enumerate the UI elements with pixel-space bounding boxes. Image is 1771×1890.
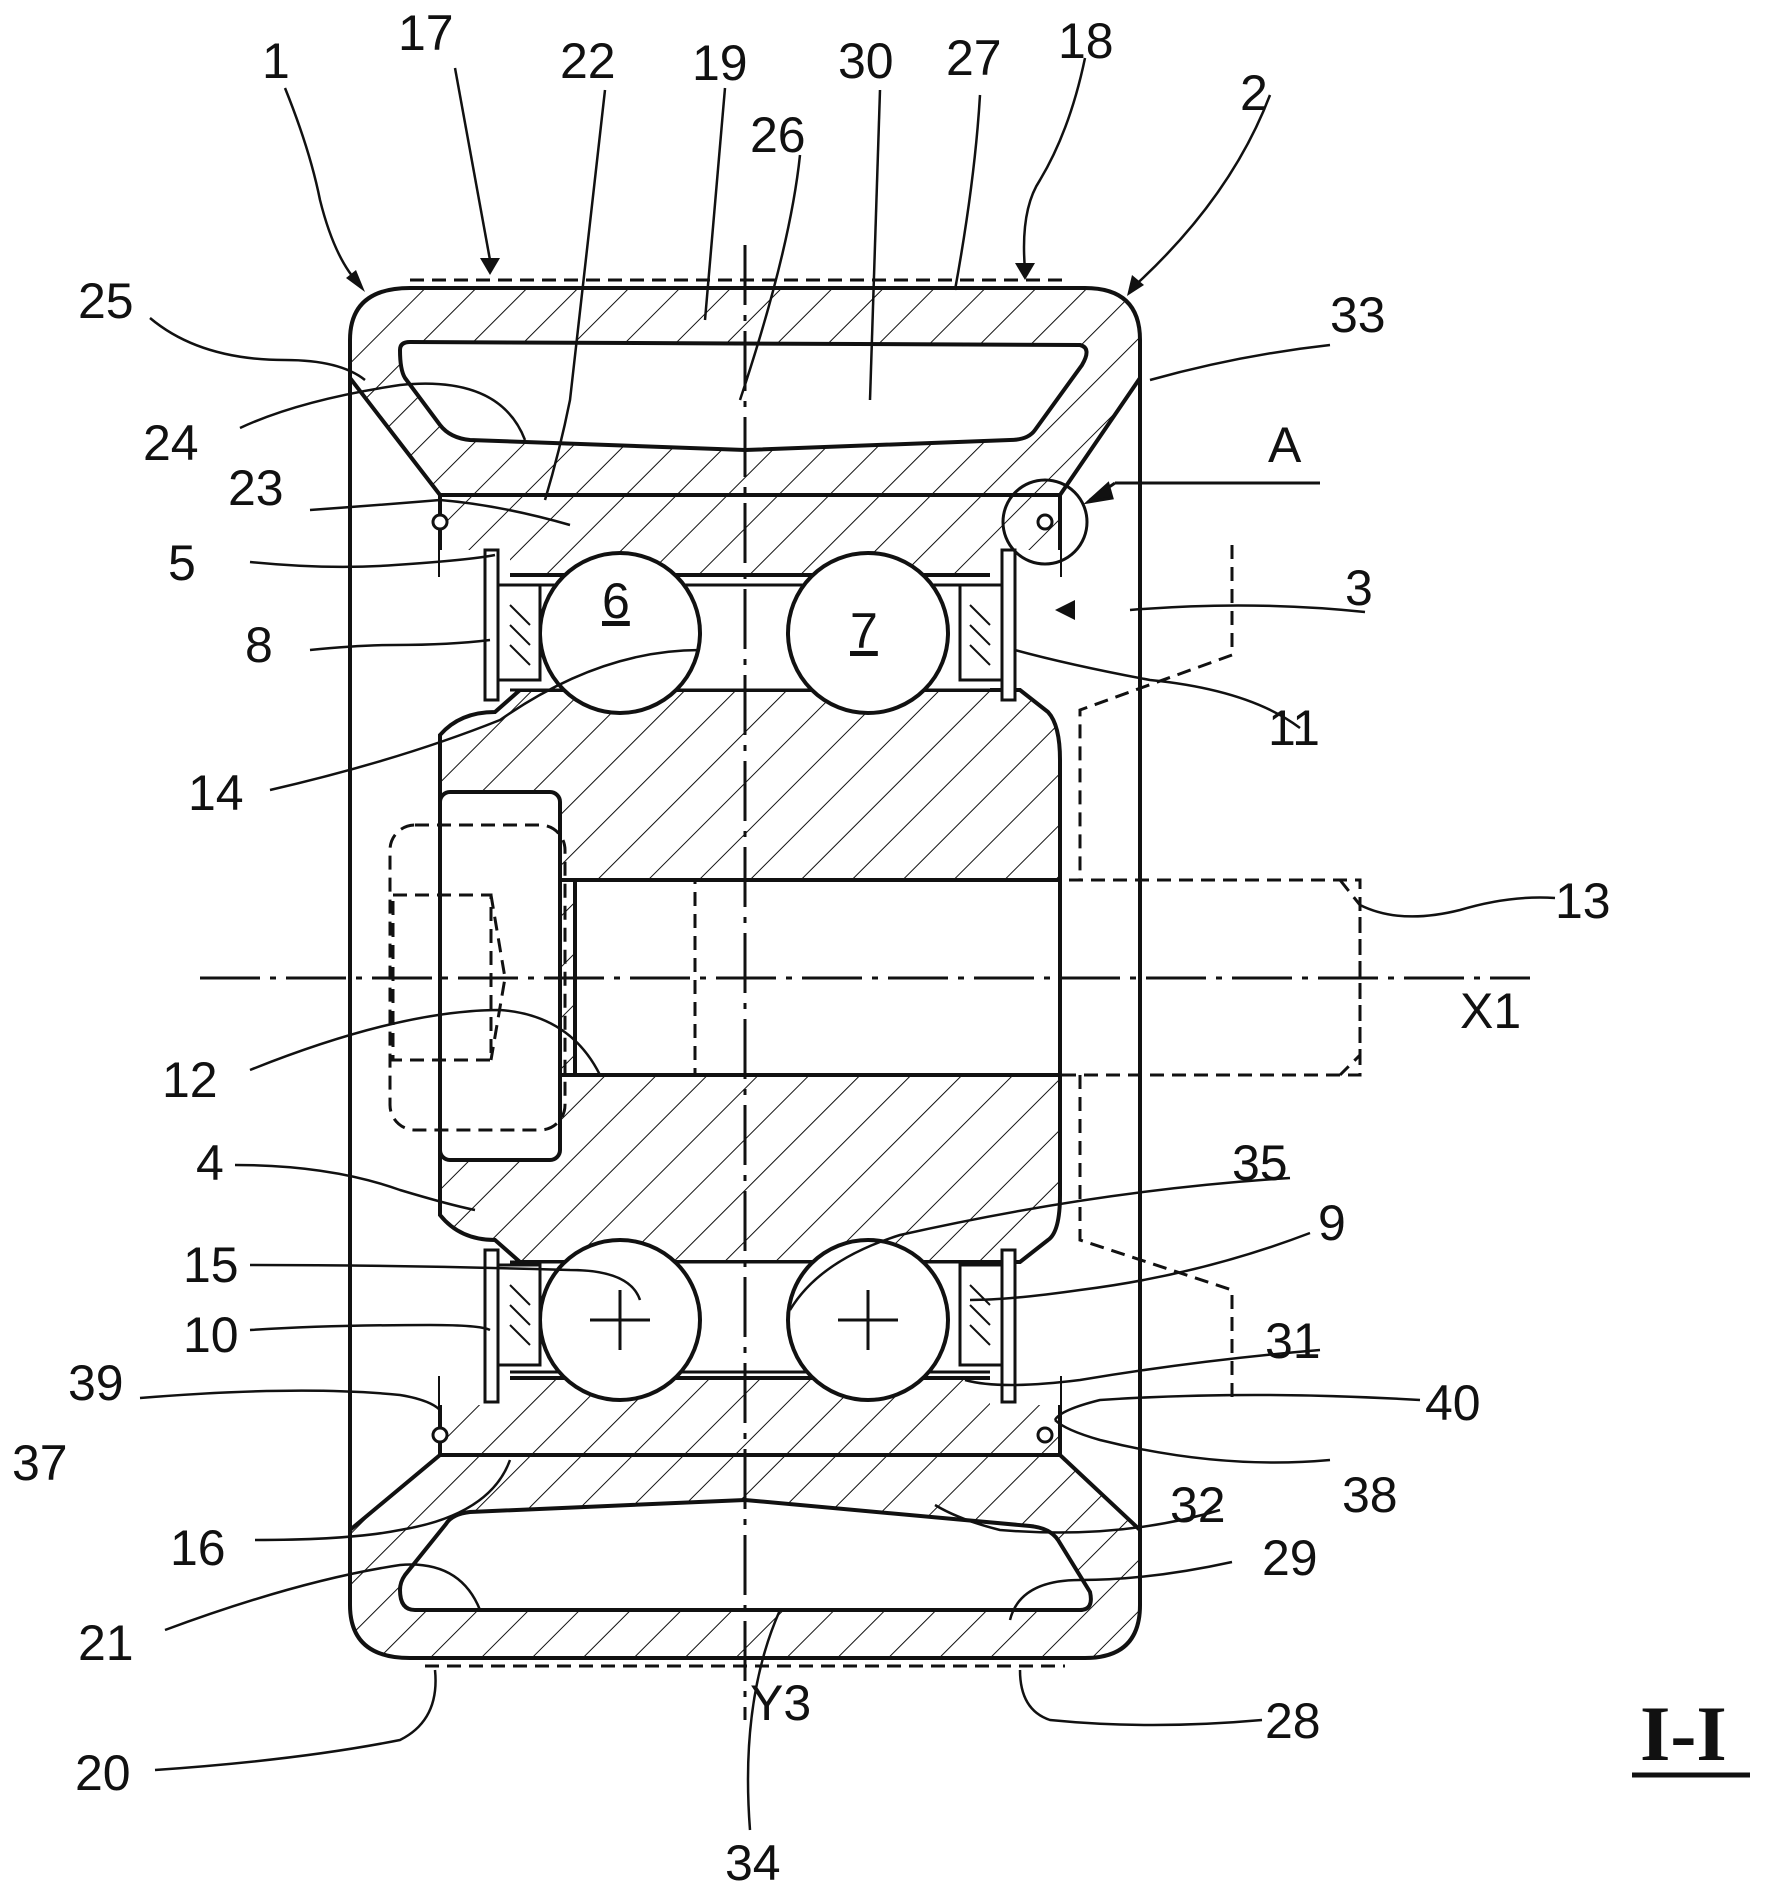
- reference-label-14: 14: [188, 765, 244, 821]
- reference-label-23: 23: [228, 460, 284, 516]
- reference-label-25: 25: [78, 273, 134, 329]
- outer-bearing-ring: [431, 493, 1062, 1457]
- reference-label-21: 21: [78, 1615, 134, 1671]
- reference-label-8: 8: [245, 617, 273, 673]
- reference-label-29: 29: [1262, 1530, 1318, 1586]
- reference-label-30: 30: [838, 33, 894, 89]
- reference-label-31: 31: [1265, 1313, 1321, 1369]
- upper-outer-race: [438, 493, 1062, 577]
- reference-label-2: 2: [1240, 65, 1268, 121]
- reference-label-1: 1: [262, 33, 290, 89]
- reference-label-16: 16: [170, 1520, 226, 1576]
- seal-lower-left: [483, 1248, 542, 1404]
- reference-label-28: 28: [1265, 1693, 1321, 1749]
- ball-6-label: 6: [602, 573, 630, 629]
- inner-ring: [438, 688, 1062, 1264]
- reference-label-15: 15: [183, 1237, 239, 1293]
- ball-7-label: 7: [850, 603, 878, 659]
- reference-label-9: 9: [1318, 1195, 1346, 1251]
- reference-label-32: 32: [1170, 1477, 1226, 1533]
- reference-label-3: 3: [1345, 560, 1373, 616]
- reference-label-26: 26: [750, 107, 806, 163]
- leader-lines: [139, 57, 1556, 1831]
- reference-label-34: 34: [725, 1835, 781, 1890]
- reference-label-22: 22: [560, 33, 616, 89]
- lower-outer-race: [438, 1376, 1062, 1457]
- reference-label-13: 13: [1555, 873, 1611, 929]
- axes: [200, 245, 1530, 1720]
- reference-label-x1: X1: [1460, 983, 1521, 1039]
- reference-label-24: 24: [143, 415, 199, 471]
- reference-label-33: 33: [1330, 287, 1386, 343]
- arrowheads: [346, 258, 1144, 620]
- reference-label-37: 37: [12, 1435, 68, 1491]
- reference-label-y3: Y3: [750, 1675, 811, 1731]
- reference-label-17: 17: [398, 5, 454, 61]
- reference-label-27: 27: [946, 30, 1002, 86]
- reference-label-40: 40: [1425, 1375, 1481, 1431]
- reference-label-10: 10: [183, 1307, 239, 1363]
- hub-counterbore: [438, 790, 562, 1162]
- reference-label-18: 18: [1058, 13, 1114, 69]
- reference-label-19: 19: [692, 35, 748, 91]
- reference-label-11: 11: [1268, 700, 1320, 756]
- ball-7: [786, 551, 950, 715]
- reference-label-38: 38: [1342, 1467, 1398, 1523]
- reference-label-12: 12: [162, 1052, 218, 1108]
- reference-label-35: 35: [1232, 1135, 1288, 1191]
- reference-label-39: 39: [68, 1355, 124, 1411]
- upper-pulley-cavity: [397, 339, 1089, 453]
- reference-label-4: 4: [196, 1135, 224, 1191]
- reference-label-a: A: [1268, 417, 1302, 473]
- reference-label-20: 20: [75, 1745, 131, 1801]
- detail-marker-a: [1001, 478, 1320, 566]
- reference-label-5: 5: [168, 535, 196, 591]
- rolling-elements: [510, 551, 990, 1402]
- section-label: I-I: [1640, 1690, 1727, 1777]
